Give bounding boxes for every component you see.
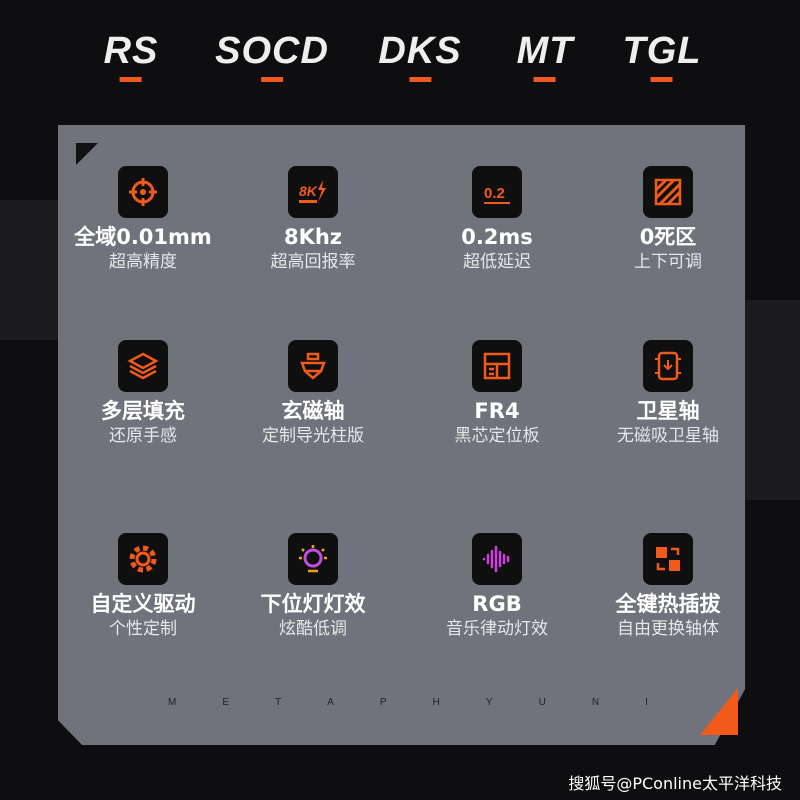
brand-letter: U bbox=[538, 697, 546, 708]
layers-icon bbox=[118, 340, 168, 392]
feature-item: 自定义驱动 个性定制 bbox=[58, 533, 228, 641]
feature-item: 全域0.01mm 超高精度 bbox=[58, 166, 228, 274]
mode-socd: SOCD bbox=[215, 30, 329, 82]
brand-letter: P bbox=[379, 697, 387, 708]
bg-decoration bbox=[0, 200, 58, 340]
mode-mt: MT bbox=[517, 30, 574, 82]
brand-letter: E bbox=[222, 697, 230, 708]
brand-letter: I bbox=[645, 697, 648, 708]
mode-rs: RS bbox=[104, 30, 159, 82]
mode-label: TGL bbox=[622, 30, 702, 72]
8k-bolt-icon: 8K bbox=[288, 166, 338, 218]
mode-underline bbox=[650, 77, 673, 82]
feature-subtitle: 超高回报率 bbox=[270, 252, 356, 272]
feature-item: 玄磁轴 定制导光柱版 bbox=[228, 340, 398, 448]
feature-subtitle: 超高精度 bbox=[109, 252, 177, 272]
mode-underline bbox=[534, 77, 556, 82]
feature-item: FR4 黑芯定位板 bbox=[412, 340, 582, 448]
feature-item: 卫星轴 无磁吸卫星轴 bbox=[583, 340, 753, 448]
svg-text:8K: 8K bbox=[299, 183, 318, 199]
feature-subtitle: 无磁吸卫星轴 bbox=[617, 426, 719, 446]
bg-decoration bbox=[745, 300, 800, 500]
feature-item: 8K 8Khz 超高回报率 bbox=[228, 166, 398, 274]
feature-panel bbox=[58, 125, 745, 745]
feature-subtitle: 定制导光柱版 bbox=[262, 426, 364, 446]
deadzone-icon bbox=[643, 166, 693, 218]
feature-item: 0死区 上下可调 bbox=[583, 166, 753, 274]
mode-dks: DKS bbox=[378, 30, 461, 82]
mode-label: DKS bbox=[378, 30, 462, 72]
stabilizer-icon bbox=[643, 340, 693, 392]
feature-subtitle: 个性定制 bbox=[109, 619, 177, 639]
mode-list: RS SOCD DKS MT TGL bbox=[0, 30, 800, 90]
feature-title: 0.2ms bbox=[461, 225, 533, 249]
latency-icon: 0.2 bbox=[472, 166, 522, 218]
feature-subtitle: 上下可调 bbox=[634, 252, 702, 272]
feature-subtitle: 自由更换轴体 bbox=[617, 619, 719, 639]
soundwave-icon bbox=[472, 533, 522, 585]
mode-underline bbox=[408, 77, 431, 82]
brand-name: M E T A P H Y U N I bbox=[168, 697, 648, 708]
feature-title: RGB bbox=[472, 592, 522, 616]
feature-subtitle: 超低延迟 bbox=[463, 252, 531, 272]
brand-letter: Y bbox=[485, 697, 493, 708]
feature-title: 8Khz bbox=[283, 225, 343, 249]
brand-letter: T bbox=[275, 697, 282, 708]
feature-title: 0死区 bbox=[639, 225, 697, 249]
brand-letter: H bbox=[432, 697, 440, 708]
feature-item: 全键热插拔 自由更换轴体 bbox=[583, 533, 753, 641]
brand-letter: N bbox=[591, 697, 600, 708]
hotswap-icon bbox=[643, 533, 693, 585]
feature-subtitle: 炫酷低调 bbox=[279, 619, 347, 639]
mode-label: MT bbox=[516, 30, 574, 72]
mode-tgl: TGL bbox=[623, 30, 702, 82]
light-icon bbox=[288, 533, 338, 585]
feature-item: 多层填充 还原手感 bbox=[58, 340, 228, 448]
corner-mark bbox=[76, 143, 98, 165]
feature-item: 下位灯灯效 炫酷低调 bbox=[228, 533, 398, 641]
feature-item: RGB 音乐律动灯效 bbox=[412, 533, 582, 641]
feature-title: 卫星轴 bbox=[636, 399, 700, 423]
feature-title: 全域0.01mm bbox=[74, 225, 212, 249]
feature-title: FR4 bbox=[474, 399, 520, 423]
mode-underline bbox=[119, 77, 142, 82]
plate-icon bbox=[472, 340, 522, 392]
brand-letter: A bbox=[327, 697, 334, 708]
feature-item: 0.2 0.2ms 超低延迟 bbox=[412, 166, 582, 274]
feature-subtitle: 音乐律动灯效 bbox=[446, 619, 548, 639]
switch-icon bbox=[288, 340, 338, 392]
crosshair-icon bbox=[118, 166, 168, 218]
feature-title: 玄磁轴 bbox=[281, 399, 345, 423]
feature-title: 自定义驱动 bbox=[90, 592, 196, 616]
brand-letter: M bbox=[168, 697, 177, 708]
feature-subtitle: 还原手感 bbox=[109, 426, 177, 446]
feature-title: 全键热插拔 bbox=[615, 592, 721, 616]
feature-title: 下位灯灯效 bbox=[260, 592, 366, 616]
mode-underline bbox=[260, 77, 283, 82]
feature-subtitle: 黑芯定位板 bbox=[454, 426, 540, 446]
watermark: 搜狐号@PConline太平洋科技 bbox=[568, 774, 782, 793]
mode-label: SOCD bbox=[215, 30, 329, 72]
gear-icon bbox=[118, 533, 168, 585]
feature-title: 多层填充 bbox=[101, 399, 185, 423]
mode-label: RS bbox=[103, 30, 159, 72]
svg-text:0.2: 0.2 bbox=[484, 185, 505, 202]
